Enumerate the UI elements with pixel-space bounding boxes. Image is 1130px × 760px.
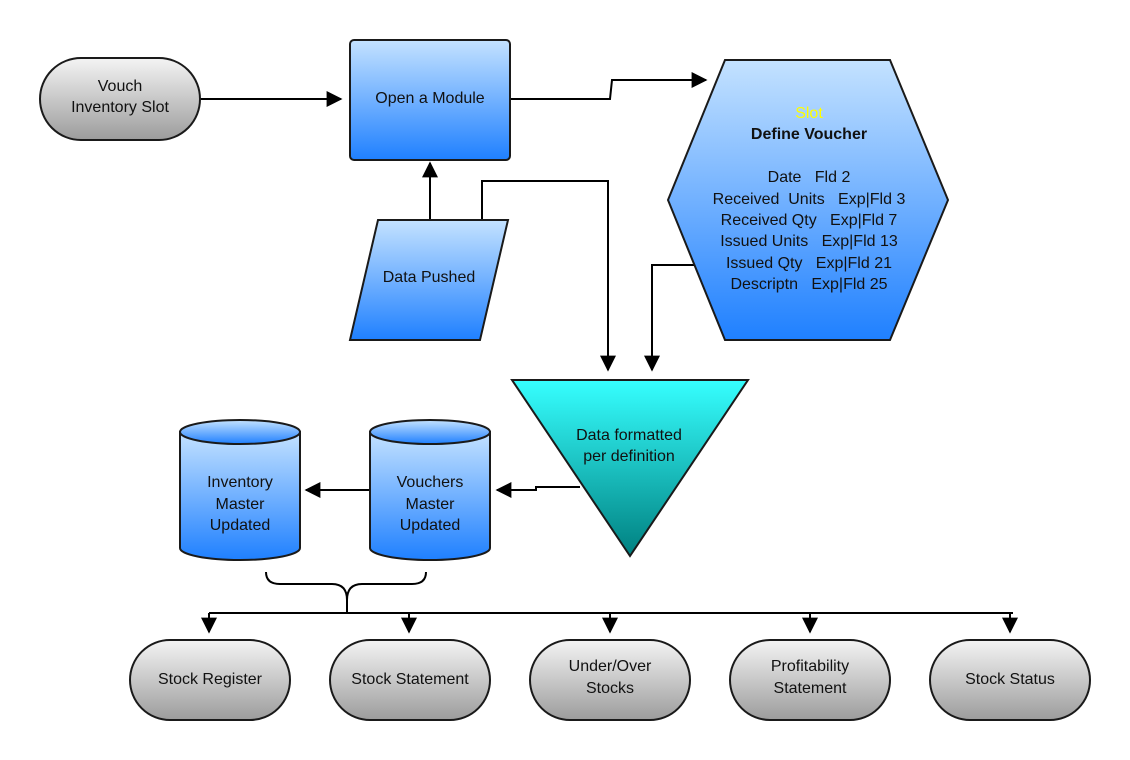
output-stock-statement: Stock Statement [329, 639, 491, 721]
slot-label: Slot [795, 105, 823, 122]
output-label-line2: Stocks [586, 680, 634, 697]
vouch-inventory-slot-node: Vouch Inventory Slot [39, 57, 201, 141]
output-stock-status: Stock Status [929, 639, 1091, 721]
open-module-node: Open a Module [349, 39, 511, 161]
inventory-master-line1: Inventory [207, 474, 273, 491]
output-label-line1: Profitability [771, 658, 849, 675]
output-label: Stock Register [158, 671, 263, 688]
voucher-field-received-qty: Received Qty Exp|Fld 7 [721, 212, 898, 229]
output-under-over-stocks: Under/Over Stocks [529, 639, 691, 721]
voucher-field-received-units: Received Units Exp|Fld 3 [713, 191, 906, 208]
voucher-field-issued-qty: Issued Qty Exp|Fld 21 [726, 255, 892, 272]
vouch-line2: Inventory Slot [71, 99, 169, 116]
edge-data-formatted-to-vouchers-master [495, 482, 580, 498]
vouchers-master-node: Vouchers Master Updated [369, 419, 491, 561]
output-stock-register: Stock Register [129, 639, 291, 721]
inventory-master-line3: Updated [210, 517, 271, 534]
output-label-line1: Under/Over [569, 658, 652, 675]
vouchers-master-line3: Updated [400, 517, 461, 534]
data-formatted-node: Data formatted per definition [510, 379, 750, 558]
output-label-line2: Statement [774, 680, 847, 697]
edges [200, 72, 1018, 634]
vouch-line1: Vouch [98, 78, 142, 95]
output-label: Stock Status [965, 671, 1055, 688]
voucher-field-date: Date Fld 2 [768, 169, 851, 186]
edge-data-pushed-to-data-formatted [481, 180, 616, 372]
edge-define-voucher-to-data-formatted [644, 264, 697, 372]
vouchers-master-line2: Master [406, 496, 456, 513]
edge-open-module-to-define-voucher [510, 72, 708, 100]
merge-brace [265, 571, 427, 601]
open-module-label: Open a Module [375, 90, 485, 107]
data-formatted-line1: Data formatted [576, 427, 682, 444]
define-voucher-title: Define Voucher [751, 126, 867, 143]
voucher-field-descriptn: Descriptn Exp|Fld 25 [730, 276, 887, 293]
voucher-field-issued-units: Issued Units Exp|Fld 13 [720, 233, 898, 250]
inventory-master-node: Inventory Master Updated [179, 419, 301, 561]
output-label: Stock Statement [351, 671, 469, 688]
define-voucher-node: Slot Define Voucher Date Fld 2 Received … [666, 59, 950, 341]
inventory-master-line2: Master [216, 496, 266, 513]
output-profitability-statement: Profitability Statement [729, 639, 891, 721]
vouchers-master-line1: Vouchers [397, 474, 464, 491]
data-pushed-label: Data Pushed [383, 269, 476, 286]
data-pushed-node: Data Pushed [348, 219, 510, 341]
data-formatted-line2: per definition [583, 448, 675, 465]
